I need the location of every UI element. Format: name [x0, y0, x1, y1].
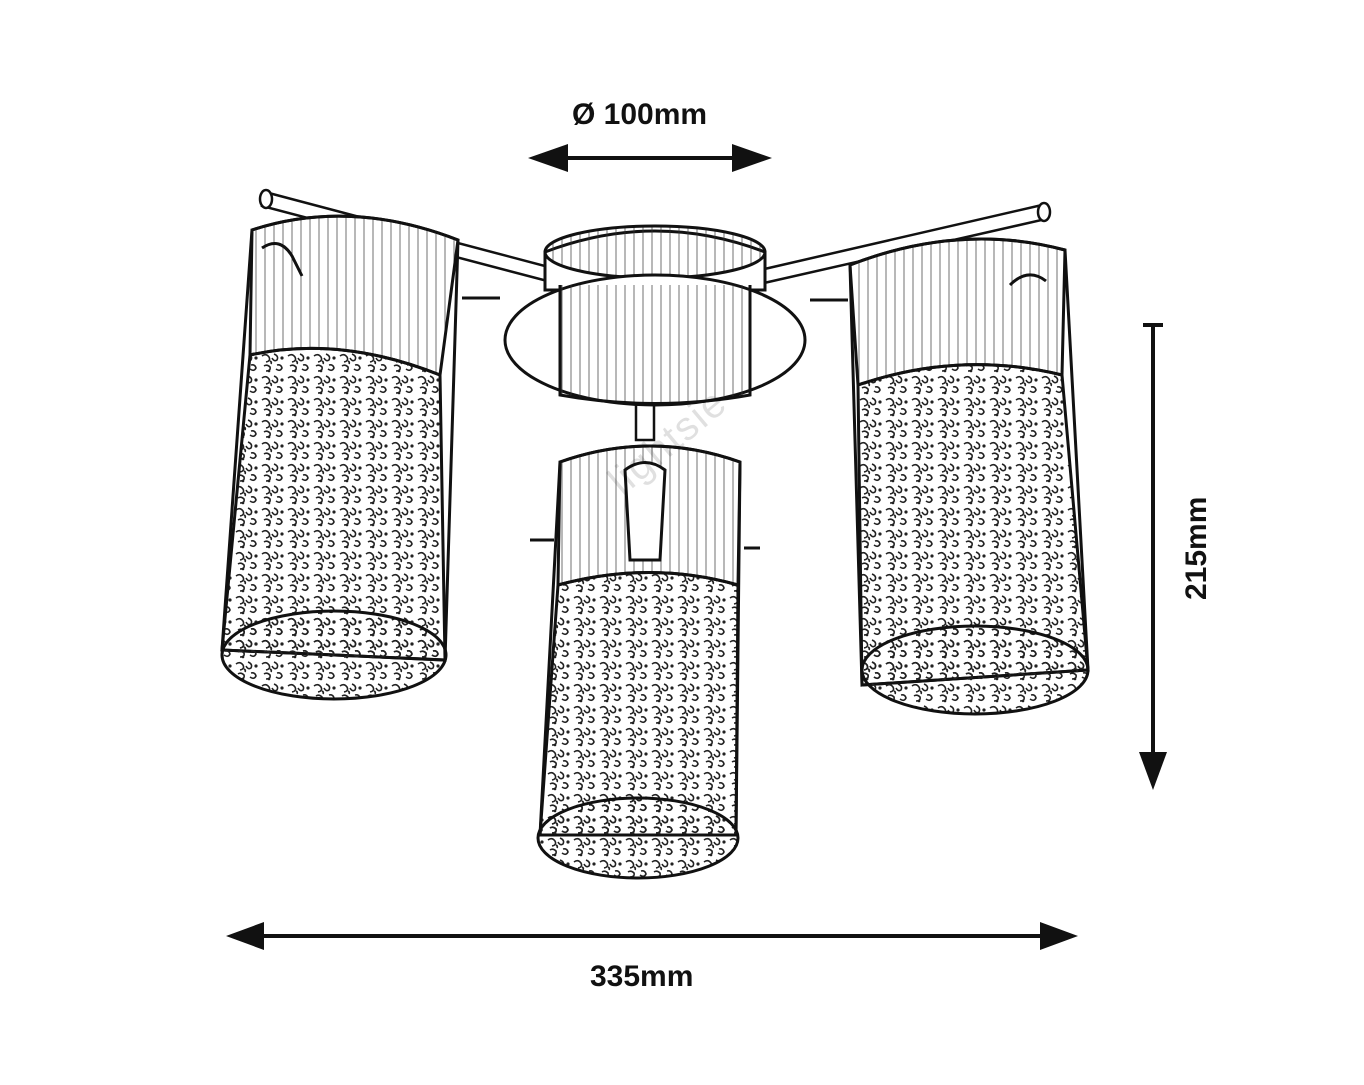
diameter-label: Ø 100mm: [572, 98, 708, 131]
left-glass-shade: [220, 214, 500, 701]
height-dimension-arrow: [1139, 323, 1167, 790]
width-label: 335mm: [590, 960, 694, 993]
diameter-dimension-arrow: [528, 144, 772, 172]
right-glass-shade: [810, 237, 1090, 716]
height-label: 215mm: [1180, 496, 1213, 600]
width-dimension-arrow: [226, 922, 1078, 950]
center-glass-shade: [530, 444, 760, 880]
ceiling-canopy: [503, 224, 807, 407]
